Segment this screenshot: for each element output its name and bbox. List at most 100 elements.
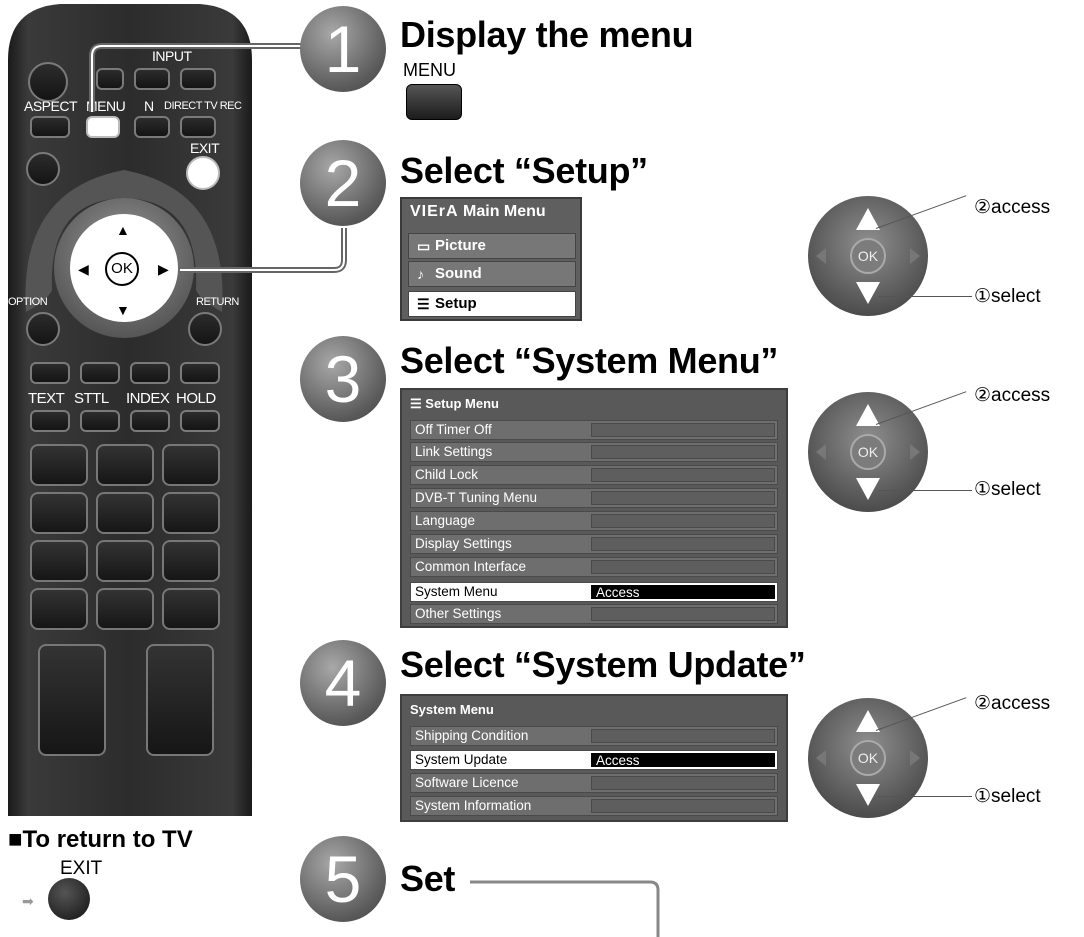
list-icon: ☰	[417, 296, 430, 312]
arrow-right-icon	[910, 750, 920, 766]
return-button[interactable]	[188, 312, 222, 346]
setup-menu-item[interactable]: Link Settings	[410, 442, 778, 462]
select-label: ①select	[974, 786, 1041, 807]
leader-line	[878, 296, 972, 297]
ok-button[interactable]: OK	[105, 252, 139, 286]
access-label: ②access	[974, 197, 1051, 218]
number-button[interactable]	[96, 540, 154, 582]
arrow-right-icon[interactable]: ▶	[158, 261, 169, 277]
setup-menu-item[interactable]: Display Settings	[410, 534, 778, 554]
arrow-left-icon[interactable]: ◀	[78, 261, 89, 277]
ok-button-icon: OK	[850, 434, 886, 470]
main-menu-item-setup[interactable]: ☰Setup	[408, 291, 576, 317]
step-1-circle: 1	[300, 6, 386, 92]
sttl-button[interactable]	[80, 410, 120, 432]
exit-button[interactable]	[186, 156, 220, 190]
access-label: ②access	[974, 385, 1051, 406]
direct-tv-rec-button[interactable]	[180, 116, 216, 138]
main-menu-panel: VIErA Main Menu ▭Picture ♪Sound ☰Setup	[400, 197, 582, 321]
text-button[interactable]	[30, 410, 70, 432]
list-icon: ☰	[410, 396, 426, 411]
exit-caption: EXIT	[60, 858, 103, 879]
system-menu-item[interactable]: Software Licence	[410, 773, 778, 793]
setup-menu-item[interactable]: Common Interface	[410, 557, 778, 577]
aspect-button[interactable]	[30, 116, 70, 138]
step-3-title: Select “System Menu”	[400, 340, 779, 381]
number-button[interactable]	[96, 444, 154, 486]
system-menu-item[interactable]: System Information	[410, 796, 778, 816]
option-label: OPTION	[8, 296, 48, 308]
number-button[interactable]	[30, 588, 88, 630]
step-5-title: Set	[400, 858, 456, 899]
setup-menu-item[interactable]: Off Timer Off	[410, 420, 778, 440]
number-button[interactable]	[162, 444, 220, 486]
arrow-left-icon	[816, 750, 826, 766]
exit-label: EXIT	[190, 140, 220, 156]
main-menu-item-sound[interactable]: ♪Sound	[408, 261, 576, 287]
square-bullet-icon: ■	[8, 826, 23, 853]
menu-button[interactable]	[86, 116, 120, 138]
ok-button-icon: OK	[850, 740, 886, 776]
step-1-title: Display the menu	[400, 14, 694, 55]
text-label: TEXT	[28, 390, 65, 407]
arrow-down-icon[interactable]: ▼	[116, 302, 130, 318]
arrow-left-icon	[816, 444, 826, 460]
system-menu-title: System Menu	[410, 702, 494, 717]
arrow-up-icon	[856, 208, 880, 230]
number-button[interactable]	[162, 492, 220, 534]
main-menu-item-picture[interactable]: ▭Picture	[408, 233, 576, 259]
step-4-circle: 4	[300, 640, 386, 726]
remote-button-3[interactable]	[26, 152, 60, 186]
n-button[interactable]	[134, 116, 170, 138]
arrow-right-icon: ➡	[22, 893, 34, 909]
green-button[interactable]	[80, 362, 120, 384]
setup-menu-panel: ☰ Setup Menu Off Timer Off Link Settings…	[400, 388, 788, 628]
blue-button[interactable]	[180, 362, 220, 384]
yellow-button[interactable]	[130, 362, 170, 384]
channel-rocker[interactable]	[146, 644, 214, 756]
dpad-illustration: OK	[808, 698, 928, 818]
number-button[interactable]	[30, 444, 88, 486]
step-4-title: Select “System Update”	[400, 644, 806, 685]
number-button[interactable]	[30, 492, 88, 534]
number-button[interactable]	[96, 492, 154, 534]
arrow-down-icon	[856, 282, 880, 304]
arrow-up-icon	[856, 404, 880, 426]
music-note-icon: ♪	[417, 266, 424, 282]
number-button[interactable]	[96, 588, 154, 630]
dpad-illustration: OK	[808, 392, 928, 512]
number-button[interactable]	[162, 588, 220, 630]
leader-line	[878, 796, 972, 797]
select-label: ①select	[974, 286, 1041, 307]
option-button[interactable]	[26, 312, 60, 346]
access-label: ②access	[974, 693, 1051, 714]
hold-button[interactable]	[180, 410, 220, 432]
setup-menu-item[interactable]: Other Settings	[410, 604, 778, 624]
system-menu-item[interactable]: Shipping Condition	[410, 726, 778, 746]
input-button[interactable]	[180, 68, 216, 90]
step-2-circle: 2	[300, 140, 386, 226]
step-2-title: Select “Setup”	[400, 150, 648, 191]
setup-menu-item[interactable]: Language	[410, 511, 778, 531]
remote-button-2[interactable]	[134, 68, 170, 90]
number-button[interactable]	[162, 540, 220, 582]
arrow-up-icon[interactable]: ▲	[116, 222, 130, 238]
setup-menu-item[interactable]: DVB-T Tuning Menu	[410, 488, 778, 508]
arrow-left-icon	[816, 248, 826, 264]
remote-button-1[interactable]	[96, 68, 124, 90]
setup-menu-title: ☰ Setup Menu	[410, 396, 499, 411]
index-button[interactable]	[130, 410, 170, 432]
arrow-right-icon	[910, 444, 920, 460]
number-button[interactable]	[30, 540, 88, 582]
red-button[interactable]	[30, 362, 70, 384]
volume-rocker[interactable]	[38, 644, 106, 756]
dpad-illustration: OK	[808, 196, 928, 316]
power-button[interactable]	[28, 62, 68, 102]
menu-label: MENU	[86, 98, 126, 114]
setup-menu-item[interactable]: Child Lock	[410, 465, 778, 485]
leader-line	[878, 490, 972, 491]
n-label: N	[144, 98, 154, 114]
